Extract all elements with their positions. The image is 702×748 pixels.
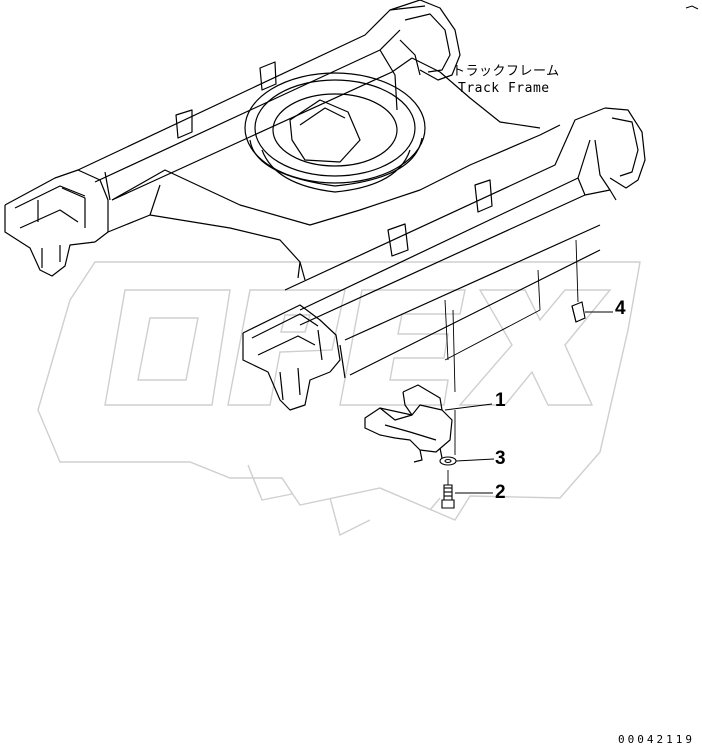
part-3-washer [439, 456, 457, 466]
track-frame-label-en: Track Frame [458, 81, 550, 96]
part-4-plug [571, 301, 586, 323]
part-1-guard [364, 384, 453, 463]
document-number: 00042119 [618, 733, 695, 746]
callout-leaders [444, 311, 613, 494]
track-frame-label-jp: トラックフレーム [452, 64, 560, 79]
opex-watermark [37, 261, 641, 537]
callout-number-3[interactable]: 3 [495, 448, 506, 469]
part-2-bolt [441, 484, 455, 509]
callout-number-2[interactable]: 2 [495, 482, 506, 503]
track-frame [4, 0, 646, 485]
callout-number-4[interactable]: 4 [615, 298, 626, 319]
callout-number-1[interactable]: 1 [495, 390, 506, 411]
corner-mark [685, 5, 699, 10]
leader-1 [444, 403, 493, 411]
leader-3 [455, 458, 495, 462]
